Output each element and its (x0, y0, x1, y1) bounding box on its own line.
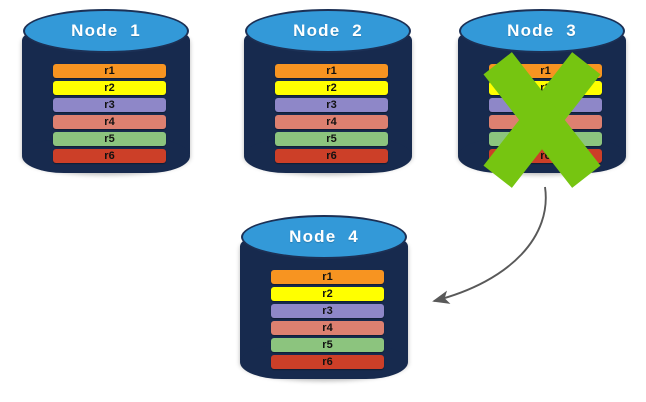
node-4-label: Node 4 (289, 227, 359, 246)
record-label: r4 (326, 115, 337, 128)
record-label: r3 (322, 304, 333, 317)
node-4-cylinder-top (241, 215, 407, 259)
node-4[interactable]: Node 4 r1 r2 r3 r4 r5 r6 (240, 212, 408, 392)
node-1-cylinder-top (23, 9, 189, 53)
node-1-record-r4[interactable]: r4 (53, 115, 166, 129)
node-4-record-r2[interactable]: r2 (271, 287, 384, 301)
node-1-record-r1[interactable]: r1 (53, 64, 166, 78)
record-label: r1 (540, 64, 551, 77)
record-label: r2 (540, 81, 551, 94)
record-label: r5 (326, 132, 337, 145)
node-4-record-r6[interactable]: r6 (271, 355, 384, 369)
record-label: r5 (540, 132, 551, 145)
record-label: r2 (104, 81, 115, 94)
node-2-record-list: r1 r2 r3 r4 r5 r6 (275, 64, 388, 163)
node-1-record-r3[interactable]: r3 (53, 98, 166, 112)
node-4-record-r5[interactable]: r5 (271, 338, 384, 352)
node-1-record-r5[interactable]: r5 (53, 132, 166, 146)
node-3[interactable]: Node 3 r1 r2 r3 r4 r5 r6 (458, 6, 626, 186)
record-label: r4 (104, 115, 115, 128)
node-4-record-r4[interactable]: r4 (271, 321, 384, 335)
node-3-record-r1[interactable]: r1 (489, 64, 602, 78)
record-label: r5 (104, 132, 115, 145)
node-2-record-r4[interactable]: r4 (275, 115, 388, 129)
node-3-cylinder-top (459, 9, 625, 53)
node-3-record-r3[interactable]: r3 (489, 98, 602, 112)
record-label: r3 (326, 98, 337, 111)
record-label: r1 (104, 64, 115, 77)
record-label: r6 (104, 149, 115, 162)
node-2-record-r5[interactable]: r5 (275, 132, 388, 146)
record-label: r4 (540, 115, 551, 128)
node-3-record-list: r1 r2 r3 r4 r5 r6 (489, 64, 602, 163)
node-4-record-r3[interactable]: r3 (271, 304, 384, 318)
node-2-record-r6[interactable]: r6 (275, 149, 388, 163)
record-label: r6 (540, 149, 551, 162)
record-label: r1 (322, 270, 333, 283)
record-label: r5 (322, 338, 333, 351)
node-4-record-r1[interactable]: r1 (271, 270, 384, 284)
node-3-record-r5[interactable]: r5 (489, 132, 602, 146)
record-label: r1 (326, 64, 337, 77)
node-2-record-r3[interactable]: r3 (275, 98, 388, 112)
node-3-record-r4[interactable]: r4 (489, 115, 602, 129)
node-1-record-r6[interactable]: r6 (53, 149, 166, 163)
replication-arrow-path (432, 186, 547, 304)
node-3-label: Node 3 (507, 21, 577, 40)
node-3-record-r6[interactable]: r6 (489, 149, 602, 163)
node-4-record-list: r1 r2 r3 r4 r5 r6 (271, 270, 384, 369)
node-1-record-list: r1 r2 r3 r4 r5 r6 (53, 64, 166, 163)
node-2-record-r2[interactable]: r2 (275, 81, 388, 95)
node-1-label: Node 1 (71, 21, 141, 40)
record-label: r4 (322, 321, 333, 334)
record-label: r2 (322, 287, 333, 300)
node-2-label: Node 2 (293, 21, 363, 40)
record-label: r6 (326, 149, 337, 162)
node-2[interactable]: Node 2 r1 r2 r3 r4 r5 r6 (244, 6, 412, 186)
node-2-cylinder-top (245, 9, 411, 53)
node-1-record-r2[interactable]: r2 (53, 81, 166, 95)
node-1[interactable]: Node 1 r1 r2 r3 r4 r5 r6 (22, 6, 190, 186)
record-label: r6 (322, 355, 333, 368)
record-label: r3 (540, 98, 551, 111)
node-3-record-r2[interactable]: r2 (489, 81, 602, 95)
record-label: r2 (326, 81, 337, 94)
node-2-record-r1[interactable]: r1 (275, 64, 388, 78)
record-label: r3 (104, 98, 115, 111)
